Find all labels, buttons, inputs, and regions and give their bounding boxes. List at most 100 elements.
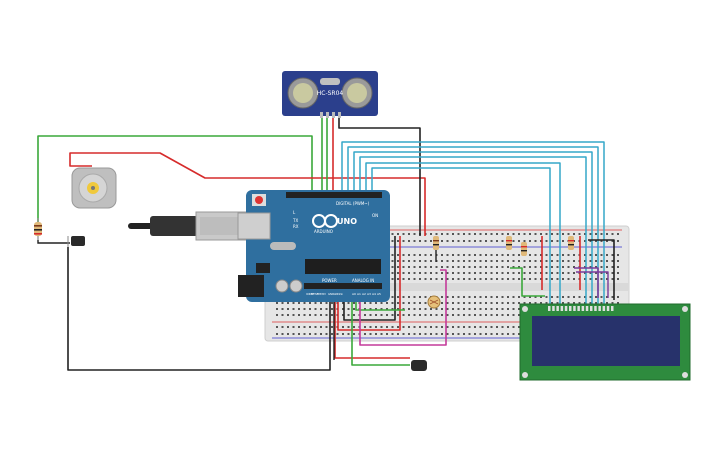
breadboard-hole [474,233,476,235]
breadboard-hole [518,296,520,298]
breadboard-hole [281,326,284,328]
breadboard-hole [342,333,344,335]
breadboard-hole [551,240,553,242]
breadboard-hole [518,240,520,242]
breadboard-hole [331,308,333,310]
breadboard-hole [281,314,284,316]
breadboard-hole [545,233,548,235]
breadboard-hole [298,333,300,335]
breadboard-hole [584,266,586,268]
breadboard-hole [490,326,493,328]
breadboard-hole [584,233,586,235]
breadboard-hole [424,314,427,316]
wire-teal-6 [371,167,551,304]
breadboard-hole [556,272,559,274]
breadboard-hole [529,266,531,268]
breadboard-hole [523,278,526,280]
breadboard-hole [578,233,581,235]
breadboard-hole [353,302,355,304]
breadboard-hole [303,326,306,328]
lcd-pin [556,306,559,311]
breadboard-hole [292,302,295,304]
breadboard-hole [600,240,603,242]
breadboard-hole [534,278,537,280]
breadboard-hole [446,233,449,235]
breadboard-hole [446,266,449,268]
breadboard-hole [474,326,476,328]
breadboard-hole [413,296,416,298]
breadboard-hole [584,254,586,256]
breadboard-hole [468,326,471,328]
breadboard-hole [479,333,482,335]
breadboard-hole [287,308,289,310]
breadboard-hole [397,272,399,274]
breadboard-hole [391,308,394,310]
breadboard-hole [551,266,553,268]
breadboard-hole [595,260,597,262]
breadboard-hole [298,314,300,316]
breadboard-hole [567,233,570,235]
breadboard-hole [430,326,432,328]
wire-black-gnd [343,236,396,321]
breadboard-hole [496,278,498,280]
breadboard-hole [474,302,476,304]
breadboard-hole [347,333,350,335]
breadboard-hole [369,302,372,304]
breadboard-hole [523,240,526,242]
breadboard-hole [567,266,570,268]
breadboard-hole [397,233,399,235]
breadboard-hole [380,308,383,310]
breadboard-hole [468,302,471,304]
breadboard-hole [391,333,394,335]
breadboard-hole [386,314,388,316]
breadboard-hole [435,278,438,280]
breadboard-hole [485,260,487,262]
breadboard-hole [512,278,515,280]
breadboard-hole [518,278,520,280]
breadboard-hole [523,302,526,304]
breadboard-hole [485,333,487,335]
breadboard-hole [430,272,432,274]
breadboard-hole [567,302,570,304]
breadboard-hole [479,314,482,316]
breadboard-hole [501,296,504,298]
breadboard-hole [457,314,460,316]
wire-red-power [337,236,401,331]
analog-pin-label: A4 [372,292,376,296]
breadboard-hole [446,308,449,310]
breadboard-hole [534,233,537,235]
breadboard-hole [369,308,372,310]
board-brand-label: ARDUINO [314,229,333,234]
breadboard-hole [276,308,278,310]
breadboard-hole [309,302,311,304]
breadboard-hole [342,302,344,304]
wire-sensor-gnd [338,117,421,236]
breadboard-hole [331,314,333,316]
breadboard-hole [375,314,377,316]
breadboard-hole [545,272,548,274]
breadboard-hole [617,233,619,235]
breadboard-hole [589,302,592,304]
breadboard-hole [567,254,570,256]
breadboard-hole [507,260,509,262]
breadboard-hole [397,314,399,316]
breadboard-hole [441,260,443,262]
breadboard-hole [496,333,498,335]
breadboard-hole [479,308,482,310]
breadboard-hole [573,296,575,298]
breadboard-hole [391,296,394,298]
breadboard-hole [375,326,377,328]
breadboard-hole [606,254,608,256]
breadboard-hole [452,254,454,256]
breadboard-hole [314,308,317,310]
breadboard-hole [391,272,394,274]
breadboard-hole [584,302,586,304]
breadboard-hole [446,272,449,274]
breadboard-hole [496,254,498,256]
breadboard-hole [353,333,355,335]
power-pin-label: GND [334,292,340,296]
wire-magenta-ldr [359,269,447,346]
breadboard-hole [441,254,443,256]
breadboard-hole [507,233,509,235]
dc-motor [71,167,117,209]
